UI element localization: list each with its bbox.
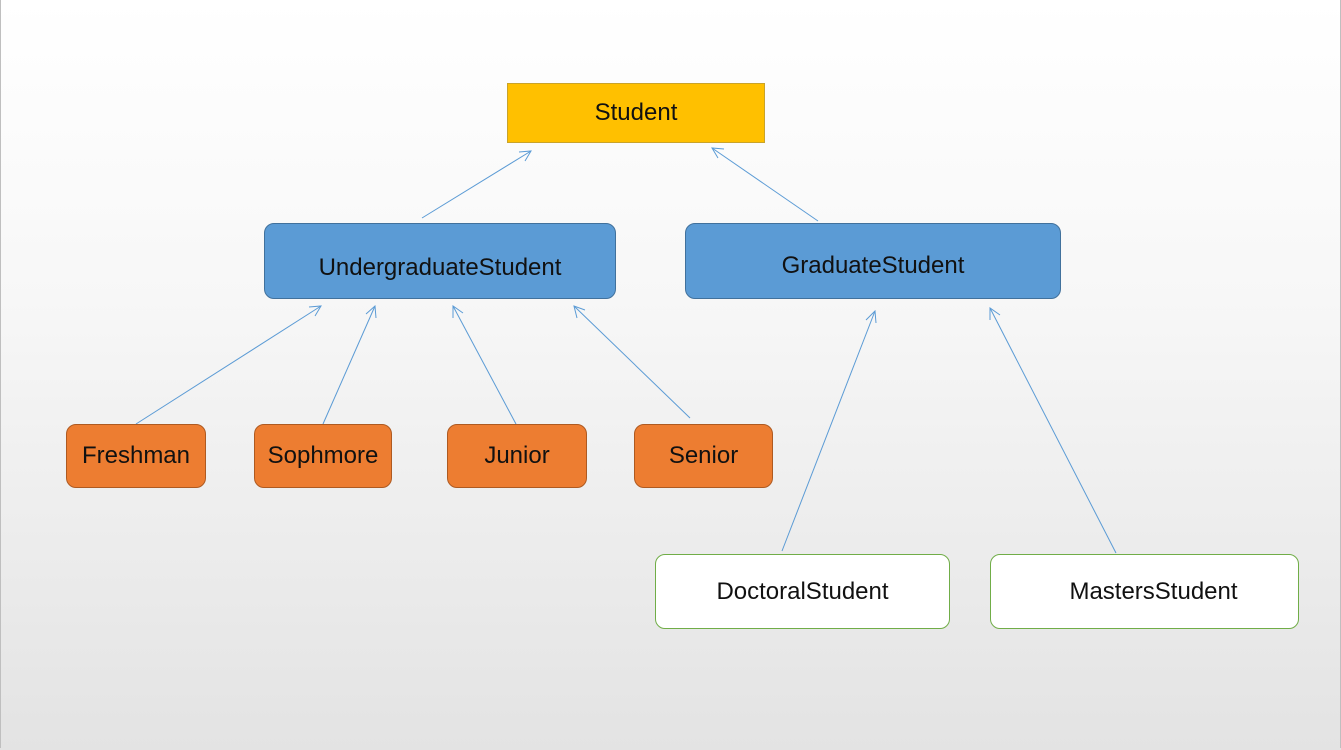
arrow-sophmore-to-undergraduate [322, 304, 377, 425]
node-masters-student-label: MastersStudent [1069, 577, 1238, 605]
arrow-masters-to-graduate [989, 307, 1117, 554]
arrow-junior-to-undergraduate [452, 305, 517, 425]
node-doctoral-student-label: DoctoralStudent [716, 577, 889, 605]
node-freshman[interactable]: Freshman [66, 424, 206, 488]
node-undergraduate-student[interactable]: UndergraduateStudent [264, 223, 616, 299]
node-junior[interactable]: Junior [447, 424, 587, 488]
node-doctoral-student[interactable]: DoctoralStudent [655, 554, 950, 629]
arrow-senior-to-undergraduate [573, 305, 691, 419]
arrow-doctoral-to-graduate [781, 309, 877, 552]
node-senior[interactable]: Senior [634, 424, 773, 488]
node-sophmore[interactable]: Sophmore [254, 424, 392, 488]
node-freshman-label: Freshman [81, 442, 191, 469]
node-masters-student[interactable]: MastersStudent [990, 554, 1299, 629]
node-graduate-student[interactable]: GraduateStudent [685, 223, 1061, 299]
node-graduate-student-label: GraduateStudent [781, 252, 965, 279]
node-junior-label: Junior [484, 442, 550, 469]
node-sophmore-label: Sophmore [267, 442, 379, 469]
arrow-graduate-to-student [711, 147, 819, 222]
arrow-freshman-to-undergraduate [135, 305, 322, 425]
node-senior-label: Senior [668, 442, 739, 469]
arrow-undergraduate-to-student [421, 150, 532, 219]
node-undergraduate-student-label: UndergraduateStudent [318, 254, 562, 281]
node-student-label: Student [594, 99, 678, 126]
node-student[interactable]: Student [507, 83, 765, 143]
